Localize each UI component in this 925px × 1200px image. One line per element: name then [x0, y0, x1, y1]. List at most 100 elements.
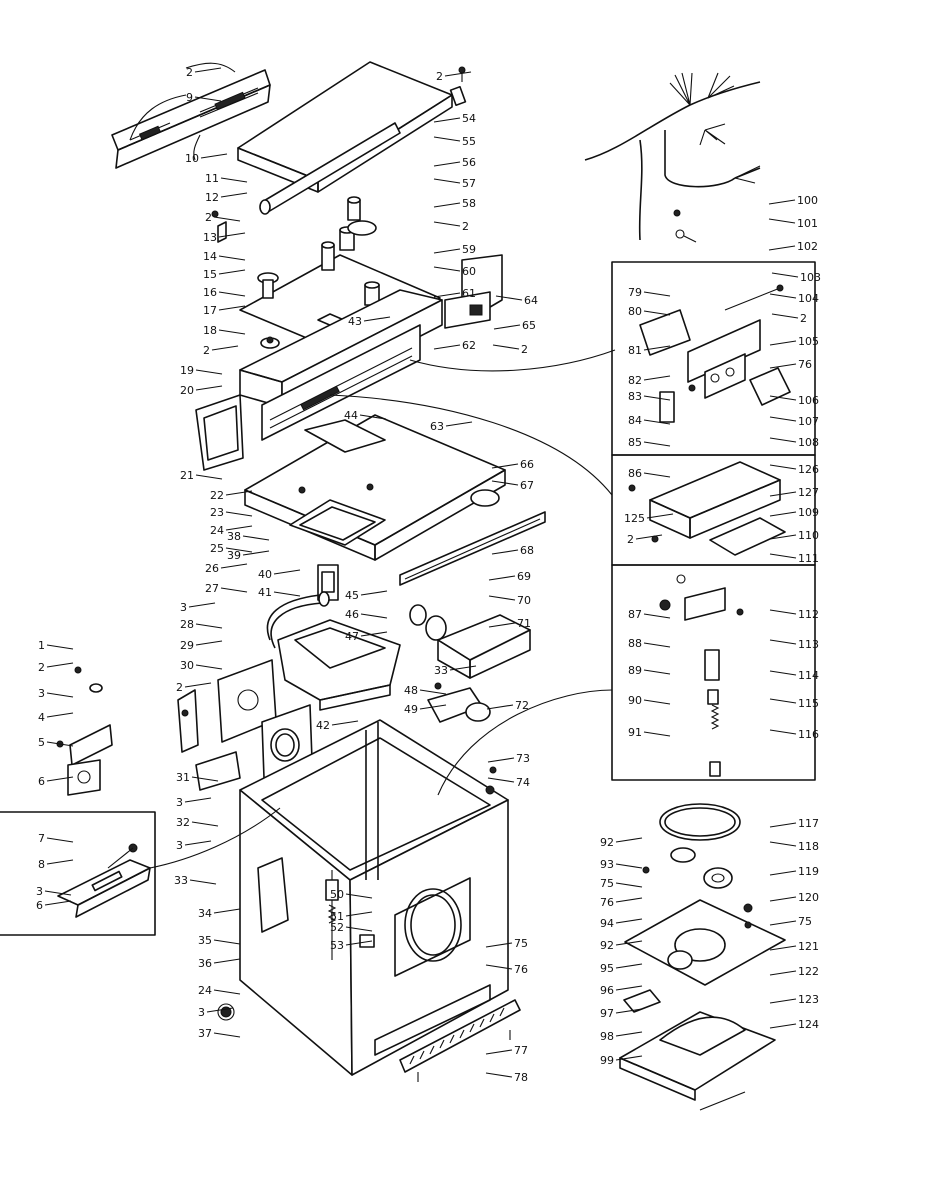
leader-line	[46, 776, 74, 782]
leader-line	[615, 897, 643, 903]
part-number-label: 120	[798, 891, 819, 904]
part-labels: 2910111221314151617182192021222324252627…	[36, 66, 821, 1084]
part-number-label: 62	[462, 339, 476, 352]
part-number-label: 16	[203, 286, 217, 299]
leader-line	[206, 1007, 234, 1013]
leader-line	[768, 218, 796, 224]
part-number-label: 69	[517, 570, 531, 583]
lid-switch-inset	[611, 564, 816, 781]
part-number-label: 42	[316, 719, 330, 732]
wire-harness	[584, 72, 761, 243]
part-number-label: 41	[258, 586, 272, 599]
leader-line	[615, 918, 643, 924]
leader-line	[771, 272, 799, 278]
part-number-label: 51	[330, 910, 344, 923]
leader-line	[769, 945, 797, 951]
leader-line	[771, 313, 799, 319]
part-number-label: 2	[176, 681, 183, 694]
part-number-label: 38	[227, 530, 241, 543]
leader-line	[444, 71, 472, 77]
part-number-label: 43	[348, 315, 362, 328]
part-number-label: 2	[186, 66, 193, 79]
part-number-label: 26	[205, 562, 219, 575]
part-number-label: 12	[205, 191, 219, 204]
part-number-label: 2	[38, 661, 45, 674]
leader-line	[44, 890, 72, 896]
part-number-label: 98	[600, 1030, 614, 1043]
leader-line	[769, 698, 797, 704]
part-number-label: 100	[797, 194, 818, 207]
leader-line	[769, 437, 797, 443]
main-cabinet	[217, 719, 509, 1076]
part-number-label: 105	[798, 335, 819, 348]
cabinet-top	[244, 414, 506, 561]
part-number-label: 88	[628, 637, 642, 650]
part-number-label: 57	[462, 177, 476, 190]
leader-line	[769, 340, 797, 346]
leader-line	[643, 291, 671, 297]
leader-line	[242, 550, 270, 556]
leader-line	[194, 67, 222, 73]
part-number-label: 22	[210, 489, 224, 502]
leader-line	[46, 644, 74, 650]
part-number-label: 116	[798, 728, 819, 741]
part-number-label: 15	[203, 268, 217, 281]
leader-line	[220, 177, 248, 183]
part-number-label: 18	[203, 324, 217, 337]
leader-line	[643, 699, 671, 705]
leader-line	[345, 940, 373, 946]
leader-line	[487, 757, 515, 763]
leader-line	[433, 117, 461, 123]
part-number-label: 8	[38, 858, 45, 871]
part-number-label: 72	[515, 699, 529, 712]
leader-line	[768, 199, 796, 205]
leader-line	[360, 631, 388, 637]
leader-line	[213, 1032, 241, 1038]
leader-line	[769, 970, 797, 976]
part-number-label: 56	[462, 156, 476, 169]
leader-line	[769, 553, 797, 559]
leader-line	[769, 363, 797, 369]
part-number-label: 49	[404, 703, 418, 716]
part-number-label: 32	[176, 816, 190, 829]
top-rod-hinge	[211, 66, 467, 243]
part-number-label: 91	[628, 726, 642, 739]
leader-line	[419, 689, 447, 695]
leader-line	[345, 893, 373, 899]
leader-line	[195, 664, 223, 670]
timer-switch-assembly	[639, 284, 791, 423]
part-number-label: 24	[210, 524, 224, 537]
leader-line	[769, 998, 797, 1004]
leader-line	[213, 908, 241, 914]
leader-line	[615, 1031, 643, 1037]
leader-line	[643, 642, 671, 648]
leader-line	[769, 870, 797, 876]
leader-line	[184, 840, 212, 846]
leader-line	[769, 896, 797, 902]
leader-line	[769, 395, 797, 401]
leader-line	[445, 421, 473, 427]
part-number-label: 121	[798, 940, 819, 953]
door-latch-bracket	[317, 564, 339, 601]
leader-line	[493, 324, 521, 330]
leader-line	[184, 797, 212, 803]
part-number-label: 89	[628, 664, 642, 677]
leader-line	[46, 859, 74, 865]
leader-line	[220, 587, 248, 593]
part-number-label: 48	[404, 684, 418, 697]
leader-line	[213, 216, 241, 222]
leader-line	[615, 985, 643, 991]
leader-line	[195, 623, 223, 629]
leader-curves	[129, 62, 616, 869]
part-number-label: 99	[600, 1054, 614, 1067]
leader-line	[218, 291, 246, 297]
control-mounting-tray	[239, 196, 441, 353]
part-number-label: 125	[624, 512, 645, 525]
part-number-label: 95	[600, 962, 614, 975]
part-number-label: 112	[798, 608, 819, 621]
part-number-label: 24	[198, 984, 212, 997]
leader-line	[769, 534, 797, 540]
part-number-label: 25	[210, 542, 224, 555]
leader-line	[433, 248, 461, 254]
part-number-label: 80	[628, 305, 642, 318]
